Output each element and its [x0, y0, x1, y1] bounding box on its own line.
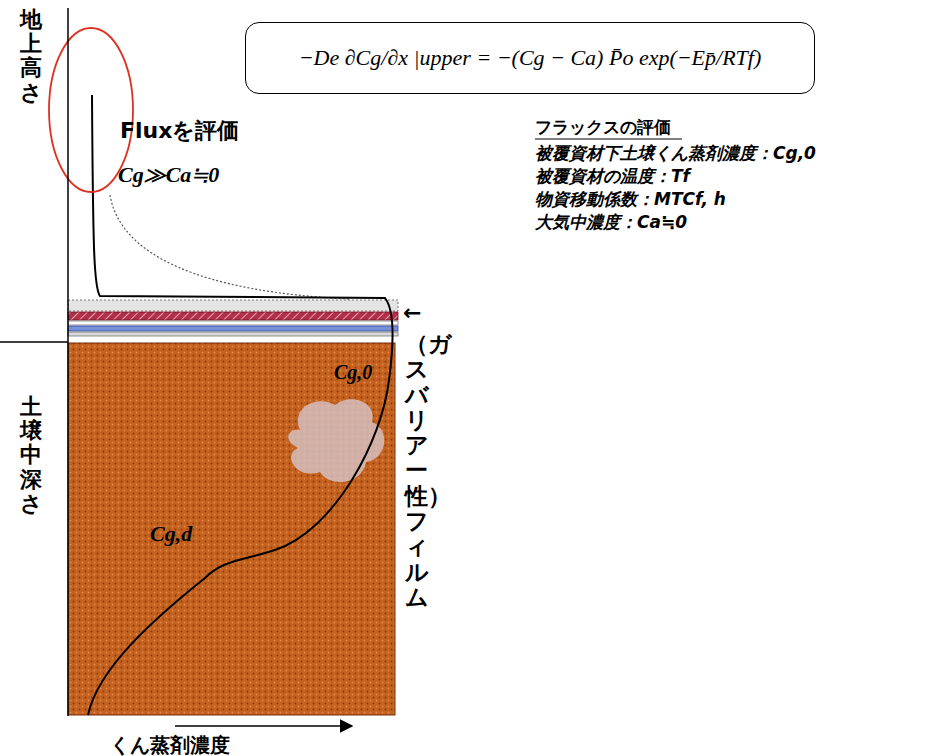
axis-label: くん蒸剤濃度: [110, 732, 230, 756]
list-item: 被覆資材下土壌くん蒸剤濃度：Cg,0: [535, 142, 816, 165]
formula-box: −De ∂Cg/∂x |upper = −(Cg − Ca) P̄o exp(−…: [245, 22, 815, 94]
annotation: Cg≫Ca≒0: [118, 160, 219, 190]
concentration-label: Cg,0: [334, 361, 372, 384]
fumigant-cloud: [288, 399, 384, 482]
underline: [535, 138, 682, 139]
annotation: Fluxを評価: [120, 116, 239, 146]
film-layer: [68, 300, 398, 311]
axis-arrow: [175, 725, 352, 727]
film-layer: [68, 332, 398, 336]
soil-region: Cg,0Cg,d: [68, 343, 395, 715]
concentration-profile: [88, 95, 393, 715]
film-layer: [68, 321, 398, 325]
list-item: 物資移動係数：MTCf, h: [535, 188, 726, 211]
list-heading: フラックスの評価: [535, 116, 671, 139]
concentration-label: Cg,d: [150, 521, 192, 547]
dotted-profile: [110, 195, 350, 299]
film-label: （ガスバリアー性）フィルム: [405, 332, 428, 610]
film-layer: [68, 312, 398, 320]
list-item: 被覆資材の温度：Tf: [535, 165, 690, 188]
axis-label: 地上高さ: [20, 8, 42, 105]
flux-equation: −De ∂Cg/∂x |upper = −(Cg − Ca) P̄o exp(−…: [299, 45, 762, 71]
pointer-arrow: ←: [403, 300, 421, 325]
axis-line: [67, 8, 69, 716]
axis-label: 土壌中深さ: [20, 395, 42, 516]
ground-line: [0, 341, 68, 343]
film-layer: [68, 326, 398, 331]
list-item: 大気中濃度：Ca≒0: [535, 211, 687, 234]
